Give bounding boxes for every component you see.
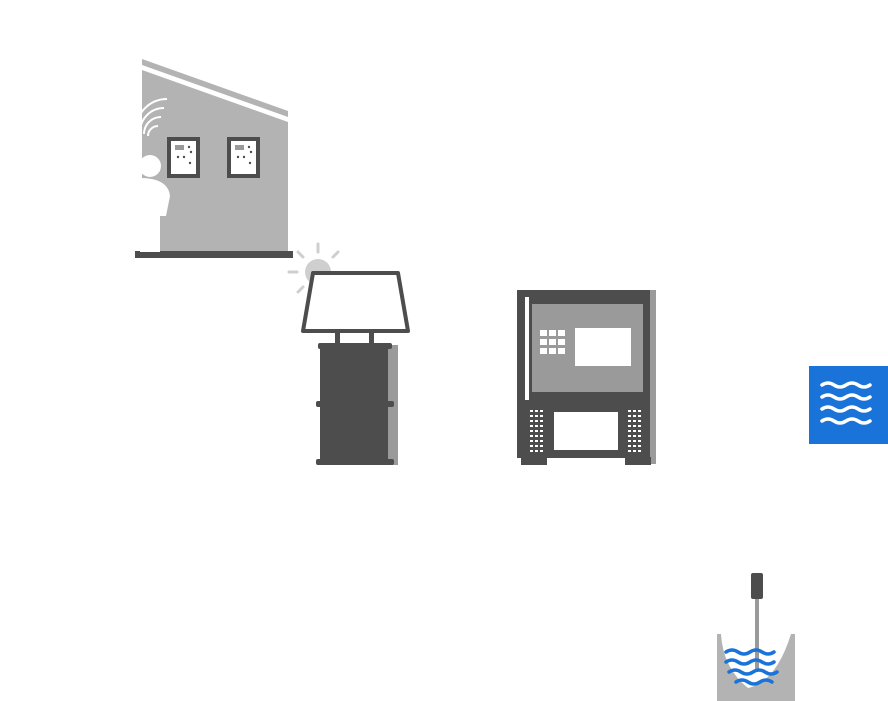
building-wall xyxy=(142,70,288,252)
water-waves-icon xyxy=(809,366,888,444)
control-cabinet-icon xyxy=(517,290,656,465)
wifi-signal-icon xyxy=(135,98,168,137)
display-screen xyxy=(575,328,631,366)
building-with-wireless-controllers-icon xyxy=(135,59,293,258)
solar-powered-enclosure-icon xyxy=(301,271,410,465)
lower-window xyxy=(554,412,618,450)
wall-controller-icon xyxy=(167,137,200,178)
person-silhouette-icon xyxy=(139,155,170,252)
keypad-icon xyxy=(540,330,565,354)
roof-line xyxy=(142,59,288,117)
solar-panel xyxy=(301,271,410,333)
vent-right xyxy=(628,410,641,452)
vent-left xyxy=(530,410,543,452)
submerged-level-probe-icon xyxy=(717,573,795,701)
building-floor xyxy=(135,251,293,258)
wall-controller-icon xyxy=(227,137,260,178)
